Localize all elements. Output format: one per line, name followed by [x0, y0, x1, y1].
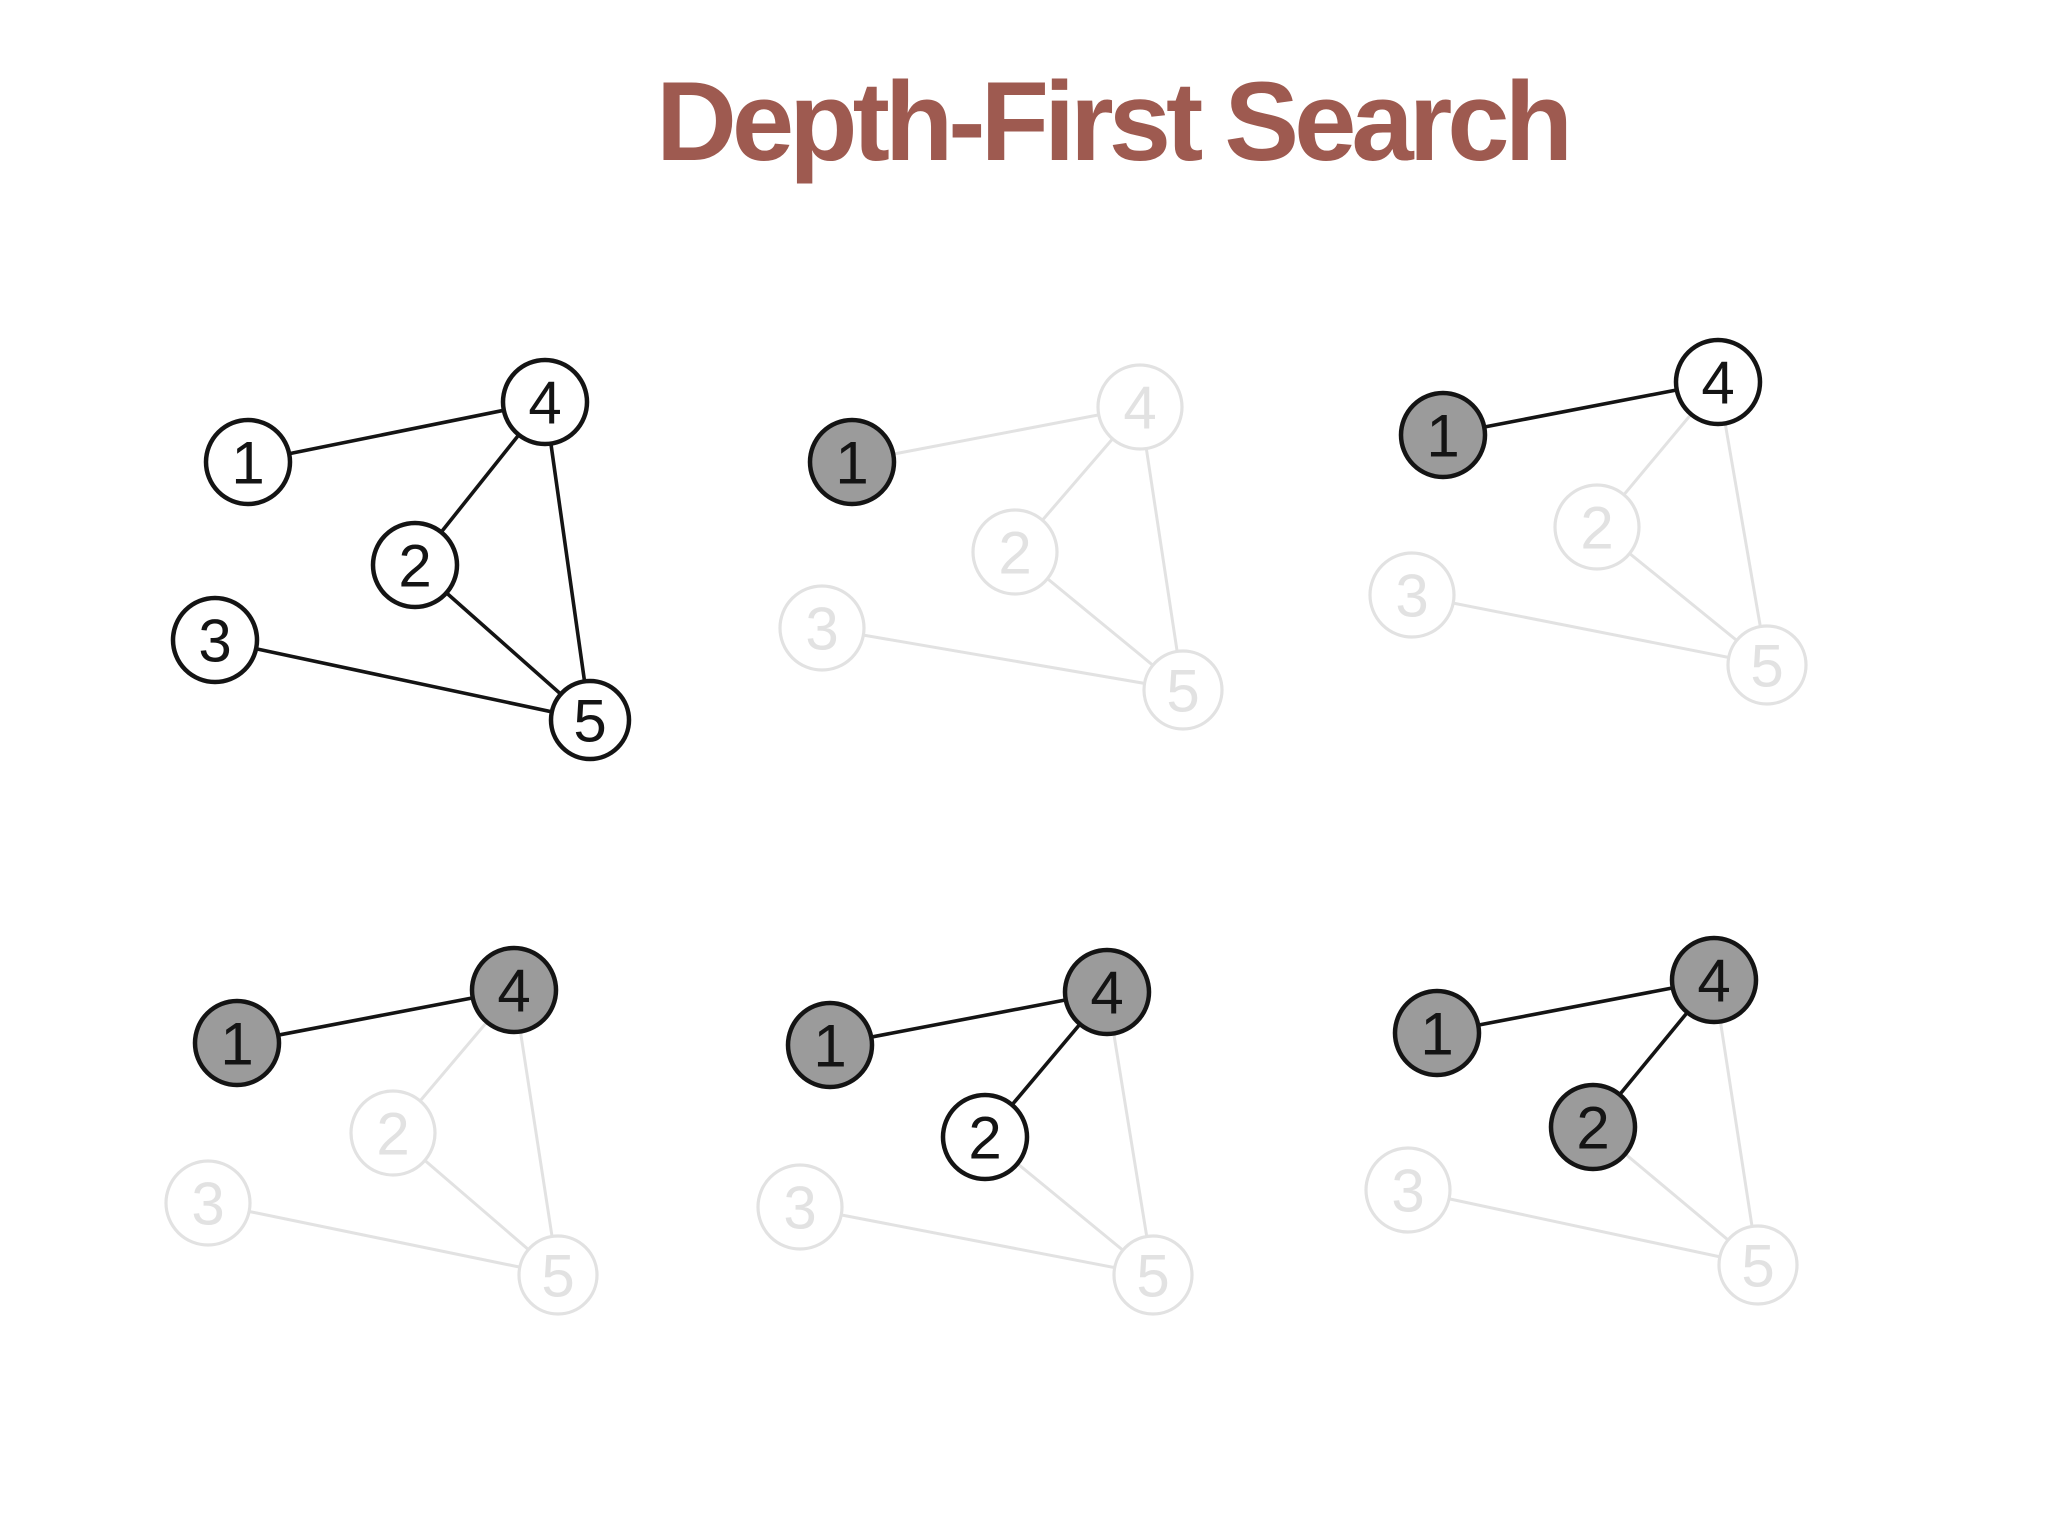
panel-1-node-5-plain — [548, 678, 632, 762]
panel-5-edge-4-5 — [1105, 991, 1155, 1276]
panel-5-node-4-visited — [1062, 947, 1152, 1037]
panel-5-node-2-frontier — [940, 1092, 1030, 1182]
panel-5-node-1-visited — [785, 1000, 875, 1090]
panel-3-edge-1-4 — [1442, 380, 1719, 437]
panel-6-edge-4-5 — [1712, 979, 1760, 1266]
slide-title: Depth-First Search — [656, 59, 1573, 184]
panel-5-edge-1-4 — [829, 990, 1108, 1047]
panel-2-node-4-faded — [1096, 363, 1184, 451]
panel-4-edge-3-5 — [207, 1201, 559, 1277]
panel-2-node-5-faded — [1142, 649, 1224, 731]
panel-2-edge-4-5 — [1138, 406, 1185, 691]
panel-5-edge-3-5 — [799, 1205, 1154, 1277]
panel-1-node-1-plain — [203, 417, 293, 507]
panel-4-node-3-faded — [164, 1159, 252, 1247]
panel-5-node-5-faded — [1112, 1234, 1194, 1316]
panel-3-node-4-frontier — [1673, 337, 1763, 427]
panel-2-edge-1-4 — [851, 405, 1141, 464]
panel-3-node-5-faded — [1726, 624, 1808, 706]
panel-1-node-4-plain — [500, 357, 590, 447]
panel-6-node-2-visited — [1548, 1082, 1638, 1172]
panel-4-edge-1-4 — [236, 988, 515, 1045]
panel-1-node-2-plain — [370, 520, 460, 610]
panel-6-edge-3-5 — [1407, 1188, 1759, 1267]
panel-4-node-5-faded — [517, 1234, 599, 1316]
panel-6-edge-1-4 — [1436, 978, 1715, 1035]
panel-4-edge-4-5 — [512, 989, 560, 1276]
panel-4-node-1-visited — [192, 998, 282, 1088]
panel-2-node-1-visited — [807, 417, 897, 507]
panel-1-node-3-plain — [170, 595, 260, 685]
panel-6-node-4-visited — [1669, 935, 1759, 1025]
panel-4-node-2-faded — [349, 1089, 437, 1177]
panel-3-node-1-visited — [1398, 390, 1488, 480]
panel-6-node-1-visited — [1392, 988, 1482, 1078]
panel-1-edge-3-5 — [214, 638, 591, 722]
panel-2-edge-3-5 — [821, 626, 1184, 692]
panel-1-edge-4-5 — [543, 401, 592, 721]
panel-2-node-3-faded — [778, 584, 866, 672]
panel-1-edge-1-4 — [247, 400, 546, 464]
panel-6-node-3-faded — [1364, 1146, 1452, 1234]
panel-3-node-2-faded — [1553, 483, 1641, 571]
panel-2-node-2-faded — [971, 508, 1059, 596]
panel-3-node-3-faded — [1368, 551, 1456, 639]
panel-3-edge-4-5 — [1716, 381, 1769, 666]
panel-6-node-5-faded — [1717, 1224, 1799, 1306]
panel-3-edge-3-5 — [1411, 593, 1768, 667]
panel-4-node-4-visited — [469, 945, 559, 1035]
panel-5-node-3-faded — [756, 1163, 844, 1251]
